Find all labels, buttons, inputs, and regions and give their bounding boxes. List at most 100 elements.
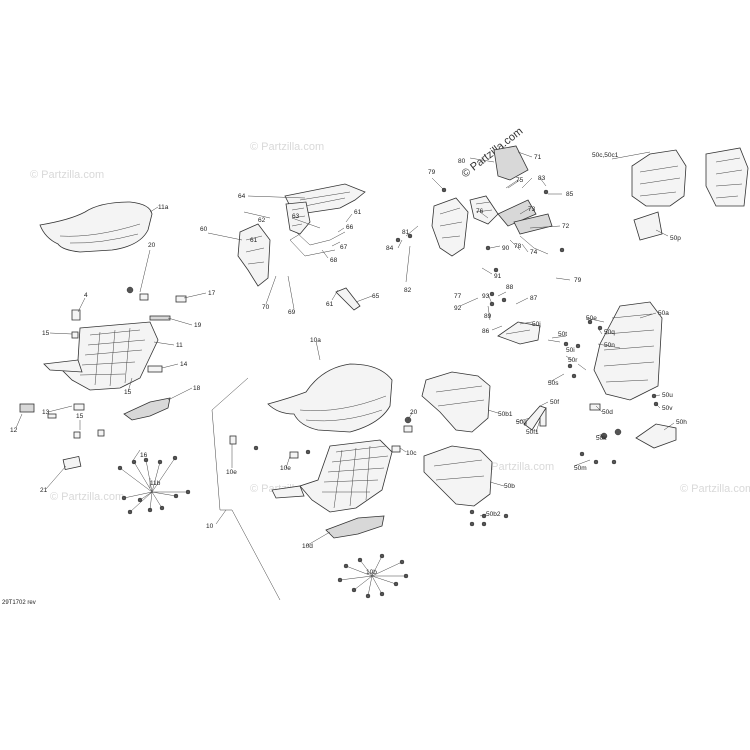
- callout-16: 16: [140, 452, 148, 459]
- callout-14: 14: [180, 361, 188, 368]
- small-parts-center: [229, 416, 413, 459]
- callout-50k: 50k: [596, 435, 607, 442]
- callout-81: 81: [402, 229, 410, 236]
- callout-70: 70: [262, 304, 270, 311]
- callout-50b2: 50b2: [486, 511, 501, 518]
- callout-84: 84: [386, 245, 394, 252]
- callout-88: 88: [506, 284, 514, 291]
- callout-50p: 50p: [670, 235, 681, 242]
- fasteners-50b2: [469, 509, 509, 527]
- callout-50q: 50q: [604, 329, 615, 336]
- callout-77: 77: [454, 293, 462, 300]
- backrest-50c: [631, 149, 687, 207]
- callout-10e: 10e: [226, 469, 237, 476]
- callout-83: 83: [538, 175, 546, 182]
- callout-91: 91: [494, 273, 502, 280]
- callout-50d: 50d: [602, 409, 613, 416]
- callout-79: 79: [574, 277, 582, 284]
- callout-50s: 50s: [548, 380, 559, 387]
- callout-50g: 50g: [516, 419, 527, 426]
- callout-92: 92: [454, 305, 462, 312]
- watermark: © Partzilla.com: [480, 461, 554, 473]
- callout-71: 71: [534, 154, 542, 161]
- callout-50c: 50c,50c1: [592, 152, 619, 159]
- callout-61: 61: [250, 237, 258, 244]
- fasteners-11b: [117, 455, 191, 515]
- small-parts-mid: [395, 177, 565, 307]
- callout-20: 20: [410, 409, 418, 416]
- plate-72: [513, 213, 553, 235]
- callout-50u: 50u: [662, 392, 673, 399]
- callout-50j: 50j: [532, 321, 541, 328]
- callout-50b: 50b: [504, 483, 515, 490]
- callout-50t: 50t: [558, 331, 567, 338]
- small-parts-left: [19, 286, 187, 471]
- callout-19: 19: [194, 322, 202, 329]
- heat-shield-18: [123, 397, 171, 421]
- callout-60: 60: [200, 226, 208, 233]
- callout-11b: 11b: [150, 480, 161, 487]
- callout-10a: 10a: [310, 337, 321, 344]
- seat-cover-10a: [267, 363, 393, 433]
- bracket-65: [335, 287, 361, 311]
- callout-64: 64: [238, 193, 246, 200]
- callout-50r: 50r: [568, 357, 578, 364]
- backrest-60: [237, 223, 271, 287]
- callout-50i: 50i: [566, 347, 575, 354]
- callout-79: 79: [428, 169, 436, 176]
- small-parts-right: [539, 319, 659, 465]
- callout-86: 86: [482, 328, 490, 335]
- document-reference: 29T1702 rev: [2, 600, 36, 606]
- callout-11a: 11a: [158, 204, 169, 211]
- callout-61: 61: [326, 301, 334, 308]
- callout-90: 90: [502, 245, 510, 252]
- callout-73: 73: [528, 206, 536, 213]
- callout-labels: 11a 4 20 17 19 15 11 14 15 18 12 13 15 1…: [10, 152, 687, 576]
- callout-12: 12: [10, 427, 18, 434]
- callout-15: 15: [76, 413, 84, 420]
- callout-69: 69: [288, 309, 296, 316]
- callout-13: 13: [42, 409, 50, 416]
- leader-lines: [15, 151, 675, 576]
- callout-87: 87: [530, 295, 538, 302]
- callout-65: 65: [372, 293, 380, 300]
- watermark: © Partzilla.com: [680, 483, 750, 495]
- trim-50h: [635, 423, 677, 449]
- callout-11: 11: [176, 342, 183, 349]
- callout-93: 93: [482, 293, 490, 300]
- callout-50b1: 50b1: [498, 411, 513, 418]
- shell-50b1: [421, 371, 491, 433]
- seat-base-11: [43, 321, 159, 391]
- fasteners-10b: [337, 553, 409, 599]
- seat-base-10: [271, 439, 393, 513]
- callout-17: 17: [208, 290, 216, 297]
- plate-50p: [633, 211, 663, 241]
- callout-50m: 50m: [574, 465, 587, 472]
- callout-10d: 10d: [302, 543, 313, 550]
- callout-67: 67: [340, 244, 348, 251]
- callout-20: 20: [148, 242, 156, 249]
- callout-74: 74: [530, 249, 538, 256]
- callout-15: 15: [42, 330, 50, 337]
- callout-15: 15: [124, 389, 132, 396]
- callout-50n: 50n: [604, 342, 615, 349]
- callout-66: 66: [346, 224, 354, 231]
- callout-50f1: 50f1: [526, 429, 539, 436]
- backrest-80: [493, 145, 529, 181]
- callout-50e: 50e: [586, 315, 597, 322]
- plate-73: [497, 199, 537, 227]
- watermark: © Partzilla.com: [30, 169, 104, 181]
- callout-62: 62: [258, 217, 266, 224]
- callout-21: 21: [40, 487, 48, 494]
- callout-85: 85: [566, 191, 574, 198]
- callout-50a: 50a: [658, 310, 669, 317]
- callout-18: 18: [193, 385, 201, 392]
- heat-shield-10d: [325, 515, 385, 539]
- callout-50h: 50h: [676, 419, 687, 426]
- seat-cover-11a: [39, 201, 153, 253]
- bracket-50f: [523, 405, 547, 431]
- callout-61: 61: [354, 209, 362, 216]
- group-10-bracket: [211, 377, 281, 601]
- watermark: © Partzilla.com: [250, 141, 324, 153]
